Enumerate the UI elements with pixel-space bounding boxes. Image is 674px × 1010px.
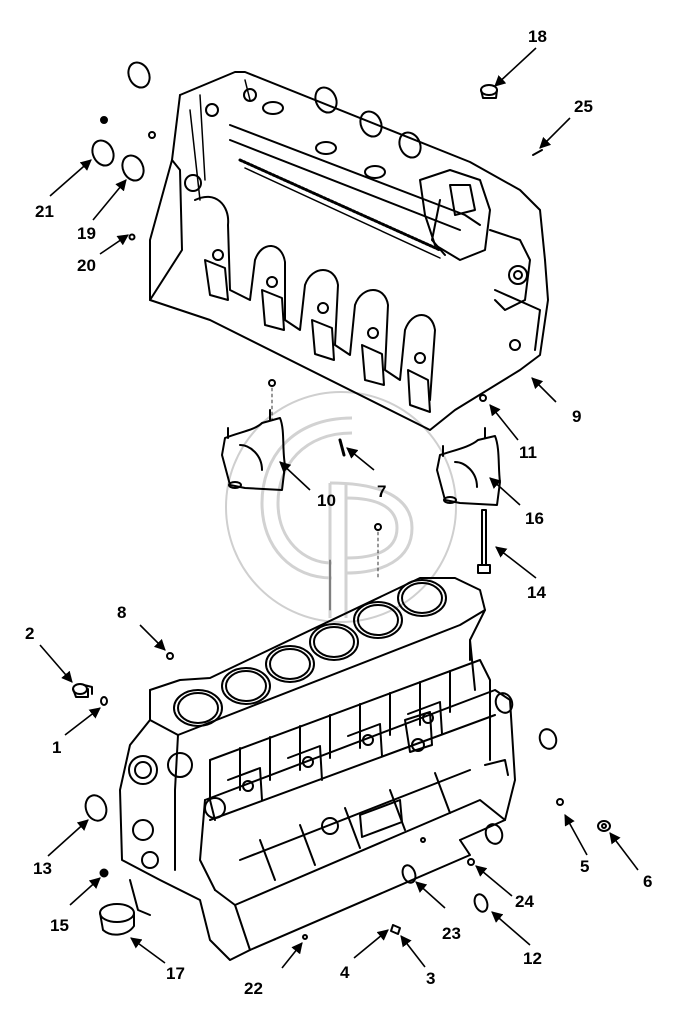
callout-4: 4 <box>340 963 350 982</box>
sleeve-17 <box>99 903 135 936</box>
callout-9: 9 <box>572 407 582 426</box>
callout-12: 12 <box>523 949 542 968</box>
cp-logo-watermark-icon <box>225 391 457 623</box>
callout-20: 20 <box>77 256 96 275</box>
o-ring <box>359 110 383 138</box>
callout-18: 18 <box>528 27 547 46</box>
plug-15 <box>99 868 109 878</box>
main-bearing-cap-16 <box>436 427 501 506</box>
o-ring <box>484 823 504 845</box>
callout-15: 15 <box>50 916 69 935</box>
callout-17: 17 <box>166 964 185 983</box>
o-ring-12 <box>473 893 489 913</box>
callout-24: 24 <box>515 892 534 911</box>
plug-24 <box>467 858 475 866</box>
main-bearing-cap-10 <box>221 409 286 491</box>
o-ring <box>398 131 422 159</box>
plug-18 <box>480 84 498 99</box>
o-ring-13 <box>84 794 108 822</box>
plug-6 <box>597 820 611 832</box>
o-ring <box>538 728 558 750</box>
callout-3: 3 <box>426 969 436 988</box>
bolt-14 <box>477 509 491 574</box>
plug-22 <box>302 934 308 940</box>
callout-23: 23 <box>442 924 461 943</box>
cylinder-block <box>119 577 516 961</box>
o-ring <box>314 86 338 114</box>
bolt-head-11 <box>479 394 487 402</box>
callout-14: 14 <box>527 583 546 602</box>
callout-16: 16 <box>525 509 544 528</box>
o-ring <box>494 692 514 714</box>
upper-crankcase-assembly <box>149 71 549 431</box>
callout-2: 2 <box>25 624 35 643</box>
plug-8 <box>166 652 174 660</box>
callout-5: 5 <box>580 857 590 876</box>
o-ring-1 <box>100 696 108 706</box>
callout-13: 13 <box>33 859 52 878</box>
callout-6: 6 <box>643 872 653 891</box>
plug-20 <box>128 233 136 241</box>
callout-25: 25 <box>574 97 593 116</box>
o-ring <box>127 61 151 89</box>
o-ring-19 <box>121 154 145 182</box>
o-ring-23 <box>401 864 417 884</box>
callout-1: 1 <box>52 738 62 757</box>
plug-4-3 <box>390 924 401 935</box>
callout-11: 11 <box>519 443 537 462</box>
plug-dot <box>100 116 108 124</box>
callout-10: 10 <box>317 491 336 510</box>
plug-2 <box>72 683 93 698</box>
callout-22: 22 <box>244 979 263 998</box>
o-ring-5 <box>556 798 564 806</box>
callout-7: 7 <box>377 482 387 501</box>
dowel-pin-7 <box>338 438 346 457</box>
callout-8: 8 <box>117 603 127 622</box>
pin-25 <box>532 149 543 156</box>
callout-21: 21 <box>35 202 54 221</box>
o-ring-21 <box>91 139 115 167</box>
leader-arrows <box>39 47 639 969</box>
callout-19: 19 <box>77 224 96 243</box>
